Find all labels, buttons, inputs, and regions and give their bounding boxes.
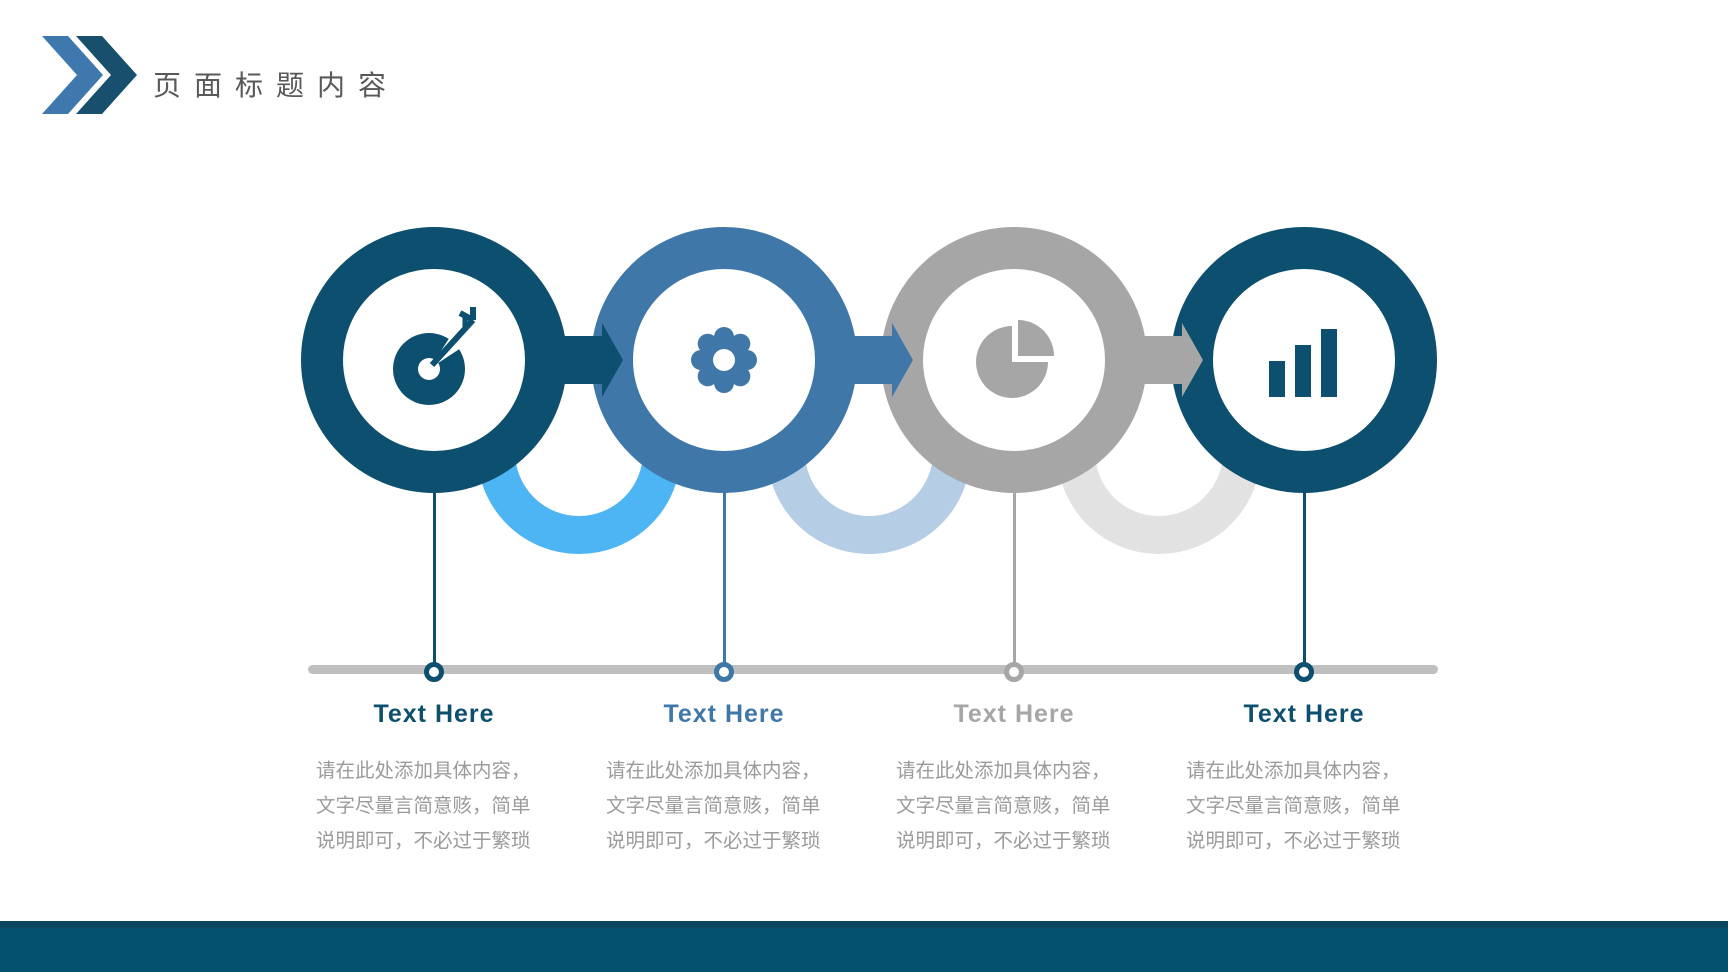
arrow-connector-icon [561, 323, 623, 397]
stem-line [433, 490, 436, 668]
step-circle [881, 227, 1147, 493]
step-description-line: 文字尽量言简意赅，简单 [316, 795, 531, 817]
step-description-line: 文字尽量言简意赅，简单 [1186, 795, 1401, 817]
step-description-line: 说明即可，不必过于繁琐 [316, 830, 531, 852]
step-description-line: 文字尽量言简意赅，简单 [606, 795, 821, 817]
step-description-line: 请在此处添加具体内容， [896, 760, 1111, 782]
footer-bar [0, 928, 1728, 972]
step-description-line: 请在此处添加具体内容， [606, 760, 821, 782]
pie-chart-icon [976, 320, 1054, 398]
stem-line [1013, 490, 1016, 668]
timeline-node [1004, 662, 1024, 682]
step-title: Text Here [663, 700, 785, 728]
stem-line [1303, 490, 1306, 668]
timeline-node [714, 662, 734, 682]
step-description-line: 说明即可，不必过于繁琐 [896, 830, 1111, 852]
step-description-line: 说明即可，不必过于繁琐 [1186, 830, 1401, 852]
stem-line [723, 490, 726, 668]
footer-accent-line [0, 921, 1728, 928]
arrow-connector-icon [851, 323, 913, 397]
timeline-node [1294, 662, 1314, 682]
step-description-line: 文字尽量言简意赅，简单 [896, 795, 1111, 817]
step-description: 请在此处添加具体内容， 文字尽量言简意赅，简单 说明即可，不必过于繁琐 [1186, 754, 1436, 859]
step-description-line: 请在此处添加具体内容， [1186, 760, 1401, 782]
double-chevron-icon [42, 36, 137, 114]
step-description: 请在此处添加具体内容， 文字尽量言简意赅，简单 说明即可，不必过于繁琐 [316, 754, 566, 859]
arrow-connector-icon [1141, 323, 1203, 397]
step-description-line: 请在此处添加具体内容， [316, 760, 531, 782]
gear-icon [691, 327, 757, 393]
step-title: Text Here [373, 700, 495, 728]
timeline-node [424, 662, 444, 682]
step-description: 请在此处添加具体内容， 文字尽量言简意赅，简单 说明即可，不必过于繁琐 [606, 754, 856, 859]
timeline-bar [308, 665, 1438, 674]
step-title: Text Here [1243, 700, 1365, 728]
page-title: 页面标题内容 [153, 71, 400, 102]
target-arrow-icon [393, 307, 476, 405]
step-title: Text Here [953, 700, 1075, 728]
bar-chart-icon [1269, 329, 1337, 397]
step-description-line: 说明即可，不必过于繁琐 [606, 830, 821, 852]
step-description: 请在此处添加具体内容， 文字尽量言简意赅，简单 说明即可，不必过于繁琐 [896, 754, 1146, 859]
